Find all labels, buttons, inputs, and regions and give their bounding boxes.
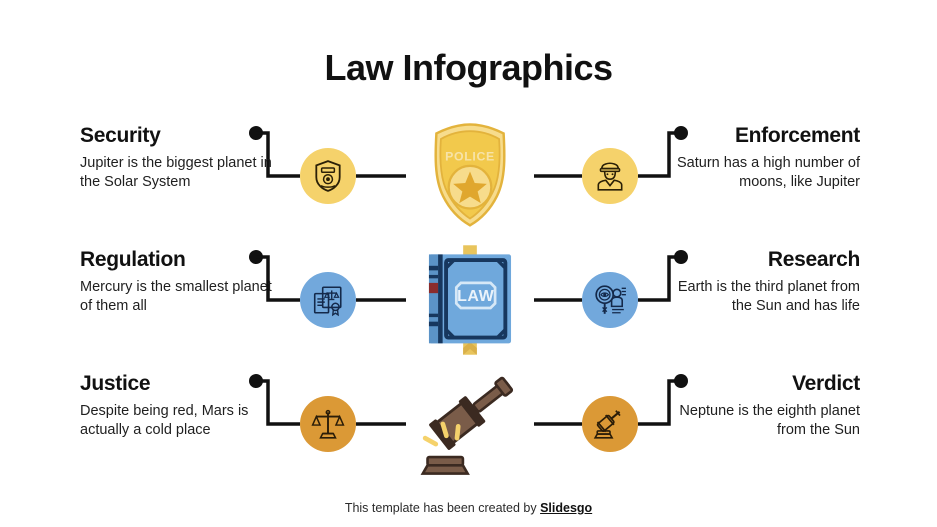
icon-circle-research: [582, 272, 638, 328]
center-illustration-gavel: [406, 364, 534, 484]
infographic-row-2: Regulation Mercury is the smallest plane…: [0, 238, 937, 362]
icon-circle-legal-document: [300, 272, 356, 328]
law-book-illustration: LAW: [428, 245, 512, 355]
legal-document-scales-icon: [313, 286, 342, 317]
body-regulation: Mercury is the smallest planet of them a…: [80, 279, 272, 315]
icon-circle-gavel: [582, 396, 638, 452]
heading-security: Security: [80, 124, 161, 147]
icon-circle-police-officer: [582, 148, 638, 204]
infographic-row-1: Security Jupiter is the biggest planet i…: [0, 114, 937, 238]
text-block-verdict: Verdict Neptune is the eighth planet fro…: [660, 372, 860, 440]
gavel-sound-block-illustration: [420, 376, 514, 475]
infographic-row-3: Justice Despite being red, Mars is actua…: [0, 362, 937, 486]
body-enforcement: Saturn has a high number of moons, like …: [677, 155, 860, 191]
center-illustration-law-book: LAW: [406, 240, 534, 360]
footer-credit: This template has been created by Slides…: [0, 501, 937, 515]
book-label: LAW: [457, 288, 495, 305]
text-block-justice: Justice Despite being red, Mars is actua…: [80, 372, 280, 440]
body-verdict: Neptune is the eighth planet from the Su…: [679, 403, 860, 439]
magnifier-person-research-icon: [595, 285, 626, 314]
heading-regulation: Regulation: [80, 248, 186, 271]
heading-enforcement: Enforcement: [734, 124, 860, 147]
gavel-icon: [593, 410, 621, 439]
text-block-security: Security Jupiter is the biggest planet i…: [80, 124, 280, 192]
police-officer-icon: [597, 162, 623, 191]
scales-of-justice-icon: [311, 409, 345, 439]
police-shield-badge-illustration: POLICE: [434, 123, 506, 227]
slidesgo-link[interactable]: Slidesgo: [540, 501, 593, 515]
text-block-research: Research Earth is the third planet from …: [660, 248, 860, 316]
icon-circle-scales: [300, 396, 356, 452]
text-block-regulation: Regulation Mercury is the smallest plane…: [80, 248, 280, 316]
text-block-enforcement: Enforcement Saturn has a high number of …: [660, 124, 860, 192]
page-title: Law Infographics: [324, 47, 613, 88]
center-illustration-police-badge: POLICE: [406, 116, 534, 236]
badge-text: POLICE: [445, 149, 495, 163]
body-research: Earth is the third planet from the Sun a…: [677, 279, 860, 315]
body-security: Jupiter is the biggest planet in the Sol…: [80, 155, 272, 191]
icon-circle-police-badge: [300, 148, 356, 204]
body-justice: Despite being red, Mars is actually a co…: [80, 403, 249, 439]
heading-verdict: Verdict: [792, 372, 860, 395]
heading-research: Research: [767, 248, 860, 271]
police-badge-icon: [315, 160, 341, 192]
heading-justice: Justice: [80, 372, 151, 395]
footer-text: This template has been created by: [344, 501, 541, 515]
